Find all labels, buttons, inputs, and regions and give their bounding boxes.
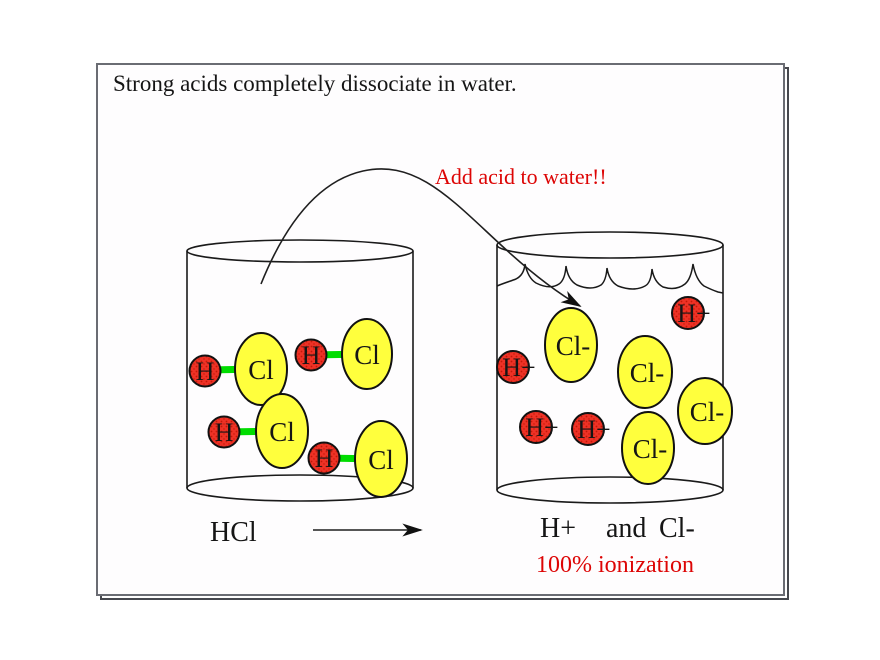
cl-ion-oval	[617, 335, 673, 409]
product-h-label: H+	[540, 513, 576, 544]
cl-ion-label: Cl-	[556, 331, 591, 361]
slide-frame	[96, 63, 785, 596]
right-beaker-base	[496, 476, 724, 504]
h-ion-circle	[519, 410, 553, 444]
left-beaker-base	[186, 474, 414, 502]
cl-ion: Cl-	[621, 411, 675, 485]
h-atom-label: H	[196, 357, 215, 386]
cl-atom-label: Cl	[368, 445, 394, 475]
cl-ion: Cl-	[544, 307, 598, 383]
cl-atom	[234, 332, 288, 406]
right-beaker	[496, 231, 724, 504]
cl-atom-label: Cl	[354, 340, 380, 370]
h-atom	[294, 338, 328, 372]
product-cl-label: Cl-	[659, 513, 695, 544]
h-ion-label: H+	[677, 299, 710, 328]
h-ion-circle	[671, 296, 705, 330]
page-title: Strong acids completely dissociate in wa…	[113, 71, 517, 96]
cl-ion-oval	[544, 307, 598, 383]
cl-ion: Cl-	[617, 335, 673, 409]
h-atom-label: H	[215, 418, 234, 447]
cl-ion-oval	[677, 377, 733, 445]
cl-ion-label: Cl-	[690, 397, 725, 427]
h-atom	[307, 441, 341, 475]
hcl-molecule: H Cl	[207, 393, 309, 469]
reactant-label: HCl	[210, 517, 257, 548]
h-atom-label: H	[315, 444, 334, 473]
cl-atom-label: Cl	[269, 417, 295, 447]
cl-ion: Cl-	[677, 377, 733, 445]
h-ion-label: H+	[525, 413, 558, 442]
hcl-molecule: H Cl	[307, 420, 408, 498]
cl-ion-label: Cl-	[633, 434, 668, 464]
cl-ion-oval	[621, 411, 675, 485]
transfer-arrow	[260, 168, 582, 307]
ionization-label: 100% ionization	[536, 552, 694, 578]
h-ion-circle	[571, 412, 605, 446]
h-ion-circle	[496, 350, 530, 384]
cl-atom-label: Cl	[248, 355, 274, 385]
cl-atom	[341, 318, 393, 390]
h-atom	[207, 415, 241, 449]
h-atom-label: H	[302, 341, 321, 370]
cl-ion-label: Cl-	[630, 358, 665, 388]
left-beaker	[186, 239, 414, 502]
h-ion-label: H+	[577, 415, 610, 444]
water-surface-line	[496, 263, 724, 294]
h-atom	[188, 354, 222, 388]
h-ion: H+	[671, 296, 711, 330]
h-ion: H+	[519, 410, 559, 444]
h-ion: H+	[571, 412, 611, 446]
add-acid-annotation: Add acid to water!!	[435, 164, 607, 189]
product-and-label: and	[606, 513, 646, 544]
hcl-molecule: H Cl	[188, 332, 288, 406]
h-ion-label: H+	[502, 353, 535, 382]
cl-atom	[354, 420, 408, 498]
hcl-molecule: H Cl	[294, 318, 393, 390]
cl-atom	[255, 393, 309, 469]
h-ion: H+	[496, 350, 536, 384]
